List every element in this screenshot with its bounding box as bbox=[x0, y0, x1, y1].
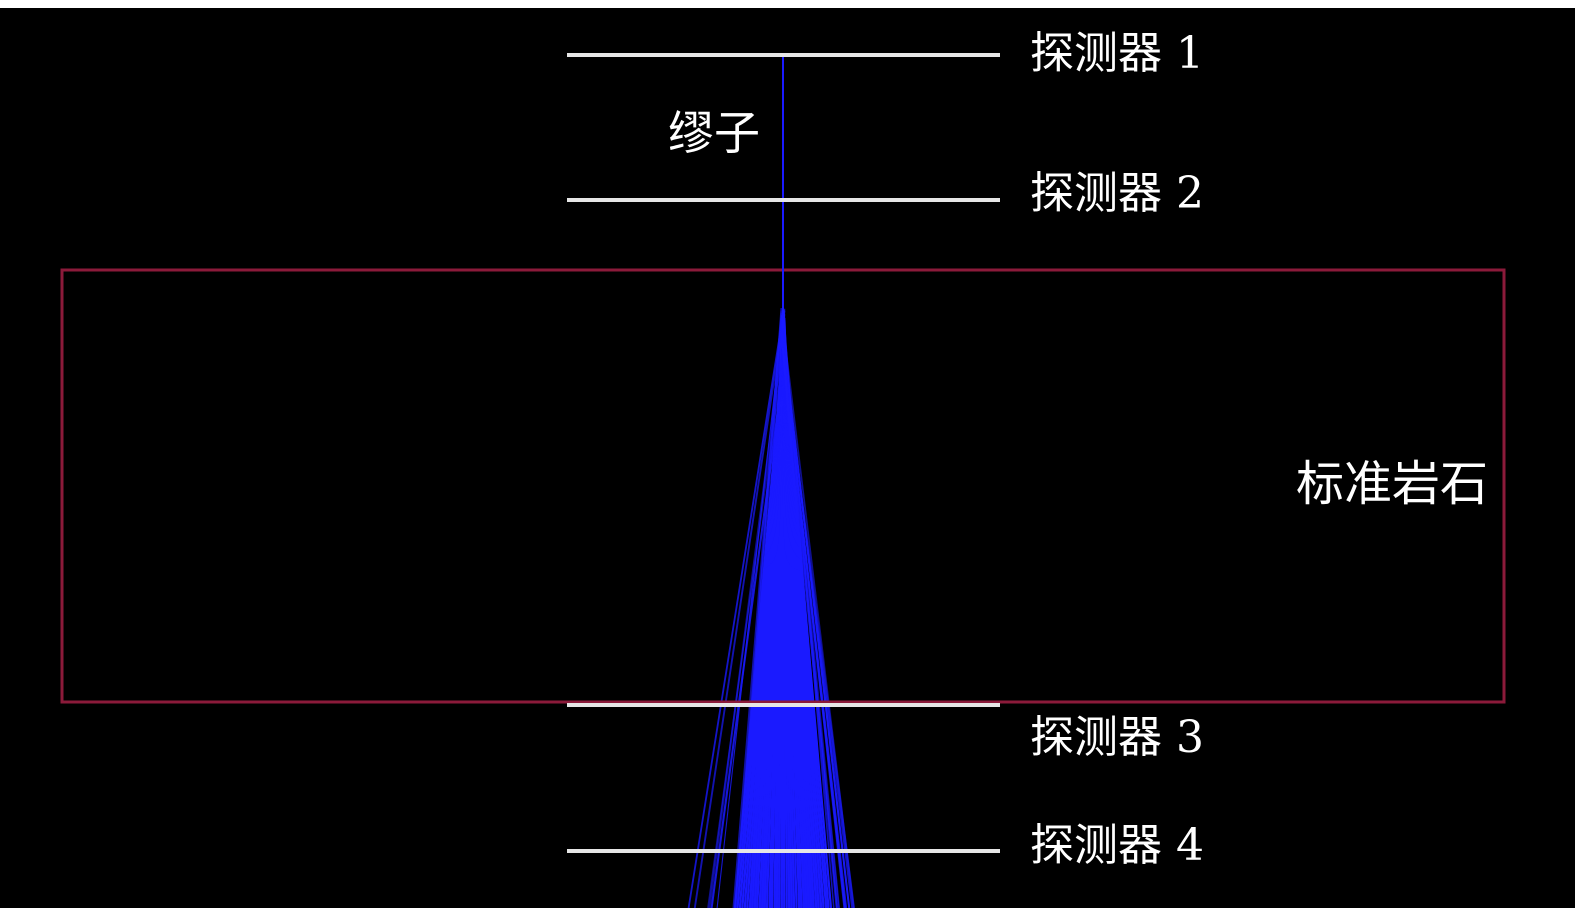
standard-rock-label: 标准岩石 bbox=[1296, 456, 1489, 512]
geometry-canvas bbox=[60, 53, 1506, 908]
shower-track bbox=[687, 320, 784, 908]
muon-label: 缪子 bbox=[668, 106, 760, 160]
shower-track bbox=[716, 315, 784, 908]
shower-core-track bbox=[781, 347, 833, 908]
shower-track bbox=[693, 310, 786, 908]
shower-track bbox=[708, 349, 783, 908]
shower-track bbox=[781, 328, 840, 908]
muon-shower bbox=[687, 308, 855, 908]
shower-track bbox=[780, 314, 855, 908]
shower-track bbox=[784, 365, 854, 908]
